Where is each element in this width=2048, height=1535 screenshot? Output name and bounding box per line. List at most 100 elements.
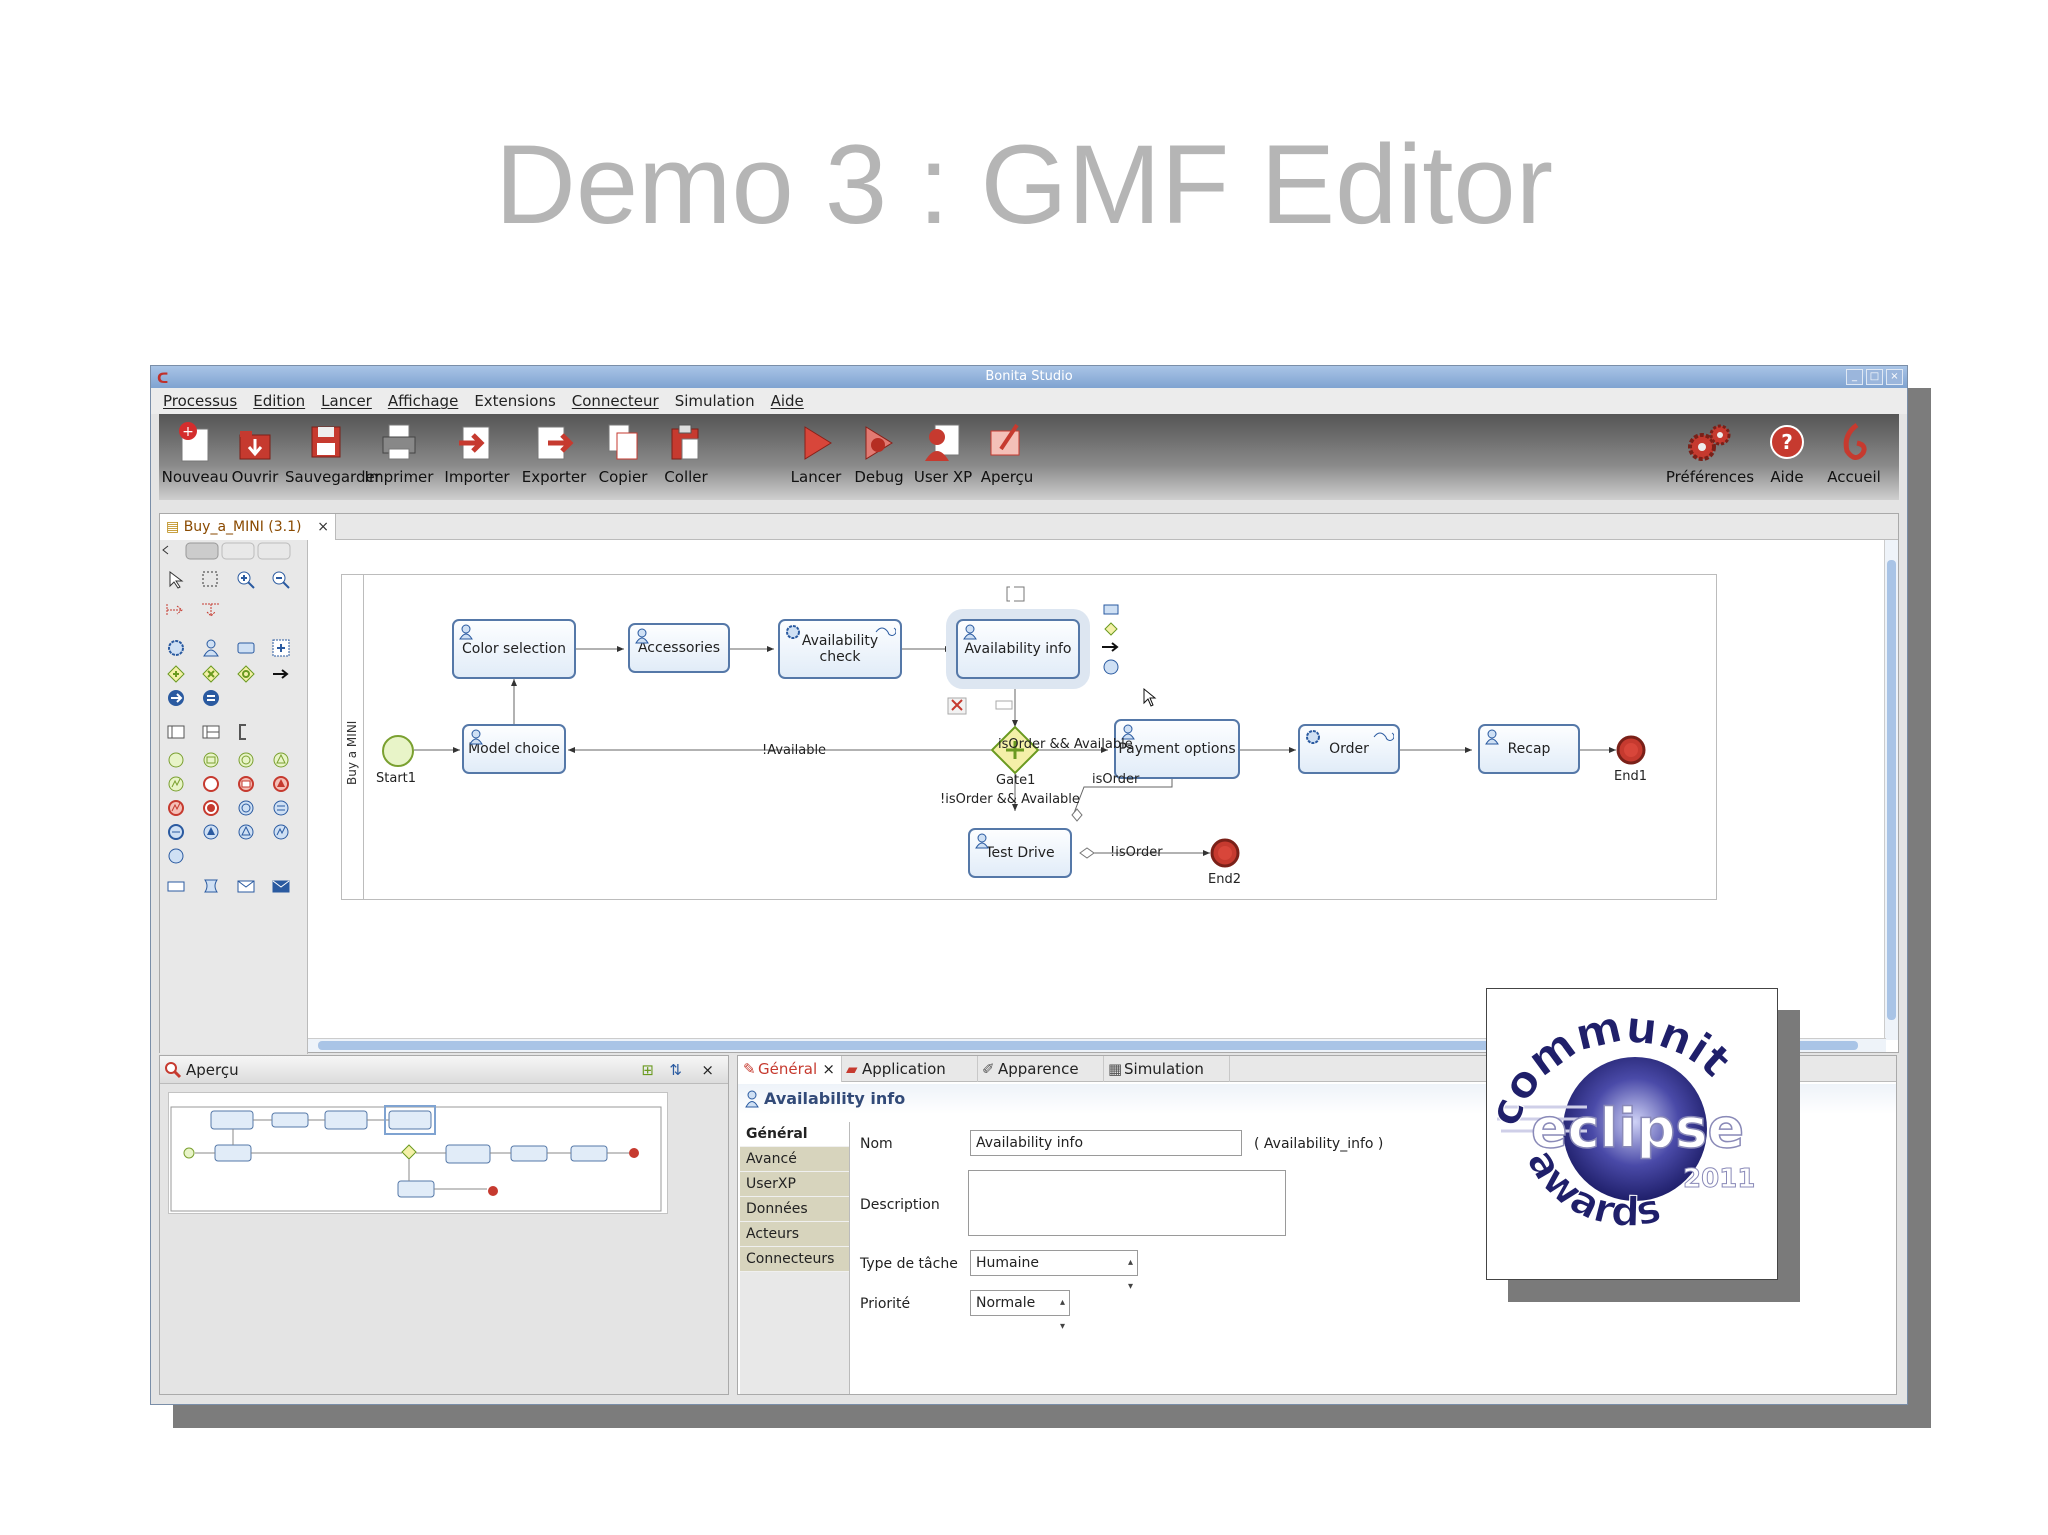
task-model-choice[interactable]: Model choice xyxy=(462,724,566,774)
maximize-button[interactable]: □ xyxy=(1866,369,1883,385)
task-recap[interactable]: Recap xyxy=(1478,724,1580,774)
sequence-flow-tool-icon[interactable] xyxy=(164,598,188,622)
tab-apparence[interactable]: ✐ Apparence xyxy=(978,1056,1104,1082)
side-tab-connecteurs[interactable]: Connecteurs xyxy=(740,1247,849,1272)
start-timer-event-tool-icon[interactable] xyxy=(234,748,258,772)
editor-tab-buy-a-mini[interactable]: ▤ Buy_a_MINI (3.1) × xyxy=(160,514,336,540)
side-tab-acteurs[interactable]: Acteurs xyxy=(740,1222,849,1247)
marquee-tool-icon[interactable] xyxy=(199,568,223,592)
side-tab-donnees[interactable]: Données xyxy=(740,1197,849,1222)
nom-input[interactable] xyxy=(970,1130,1242,1156)
outline-pin-icon[interactable]: ⊞ xyxy=(641,1061,654,1079)
menu-affichage[interactable]: Affichage xyxy=(387,392,459,410)
task-color-selection[interactable]: Color selection xyxy=(452,619,576,679)
select-tool-icon[interactable] xyxy=(164,568,188,592)
side-tab-general[interactable]: Général xyxy=(740,1122,849,1147)
script-tool-icon[interactable] xyxy=(199,874,223,898)
priorite-select[interactable]: Normale ▴▾ xyxy=(970,1290,1070,1332)
receive-message-tool-icon[interactable] xyxy=(269,874,293,898)
call-activity-tool-icon[interactable] xyxy=(164,686,188,710)
send-message-tool-icon[interactable] xyxy=(234,874,258,898)
menu-processus[interactable]: Processus xyxy=(163,392,238,410)
side-tab-avance[interactable]: Avancé xyxy=(740,1147,849,1172)
intermediate-timer-event-tool-icon[interactable] xyxy=(234,796,258,820)
task-accessories[interactable]: Accessories xyxy=(628,623,730,673)
text-annotation-tool-icon[interactable] xyxy=(234,720,258,744)
imprimer-button[interactable]: Imprimer xyxy=(363,420,435,486)
exporter-button[interactable]: Exporter xyxy=(518,420,590,486)
and-gateway-tool-icon[interactable] xyxy=(199,662,223,686)
description-textarea[interactable] xyxy=(968,1170,1286,1236)
xor-gateway-tool-icon[interactable] xyxy=(164,662,188,686)
importer-button[interactable]: Importer xyxy=(441,420,513,486)
debug-button[interactable]: Debug xyxy=(843,420,915,486)
intermediate-error-event-tool-icon[interactable] xyxy=(269,820,293,844)
task-test-drive[interactable]: Test Drive xyxy=(968,828,1072,878)
transition-arrow-tool-icon[interactable] xyxy=(269,662,293,686)
task-availability-check[interactable]: Availability check xyxy=(778,619,902,679)
start-signal-event-tool-icon[interactable] xyxy=(269,748,293,772)
palette-layout-toggle-3[interactable] xyxy=(257,542,291,560)
outline-close-icon[interactable]: × xyxy=(701,1061,714,1079)
outline-thumbnail[interactable] xyxy=(168,1092,668,1214)
delete-element-icon[interactable] xyxy=(947,697,969,717)
menu-extensions[interactable]: Extensions xyxy=(474,392,556,410)
intermediate-signal-catch-event-tool-icon[interactable] xyxy=(234,820,258,844)
close-window-button[interactable]: × xyxy=(1886,369,1903,385)
lane-tool-icon[interactable] xyxy=(199,720,223,744)
zoom-out-icon[interactable] xyxy=(269,568,293,592)
pool-tool-icon[interactable] xyxy=(164,720,188,744)
service-task-tool-icon[interactable] xyxy=(164,636,188,660)
ouvrir-button[interactable]: Ouvrir xyxy=(219,420,291,486)
terminate-end-event-tool-icon[interactable] xyxy=(199,796,223,820)
task-availability-info[interactable]: Availability info xyxy=(956,619,1080,679)
canvas-vertical-scrollbar[interactable] xyxy=(1884,540,1898,1040)
nouveau-button[interactable]: + Nouveau xyxy=(159,420,231,486)
menu-connecteur[interactable]: Connecteur xyxy=(571,392,659,410)
copier-button[interactable]: Copier xyxy=(587,420,659,486)
end-signal-event-tool-icon[interactable] xyxy=(269,772,293,796)
start-message-event-tool-icon[interactable] xyxy=(199,748,223,772)
menu-aide[interactable]: Aide xyxy=(770,392,804,410)
outline-minimize-icon[interactable]: ⇅ xyxy=(669,1061,682,1079)
menu-edition[interactable]: Edition xyxy=(253,392,306,410)
human-task-tool-icon[interactable] xyxy=(199,636,223,660)
intermediate-signal-event-tool-icon[interactable] xyxy=(199,820,223,844)
end-message-event-tool-icon[interactable] xyxy=(234,772,258,796)
start-event-tool-icon[interactable] xyxy=(164,748,188,772)
aide-button[interactable]: ? Aide xyxy=(1759,420,1815,486)
tab-application[interactable]: ▰ Application xyxy=(842,1056,978,1082)
data-object-tool-icon[interactable] xyxy=(164,874,188,898)
selection-quick-actions[interactable] xyxy=(1100,603,1130,683)
end-event-tool-icon[interactable] xyxy=(199,772,223,796)
apercu-button[interactable]: Aperçu xyxy=(971,420,1043,486)
end-error-event-tool-icon[interactable] xyxy=(164,796,188,820)
palette-layout-toggle-2[interactable] xyxy=(221,542,255,560)
userxp-button[interactable]: User XP xyxy=(907,420,979,486)
sauvegarder-button[interactable]: Sauvegarder xyxy=(285,420,381,486)
subprocess-tool-icon[interactable] xyxy=(269,636,293,660)
task-order[interactable]: Order xyxy=(1298,724,1400,774)
type-de-tache-select[interactable]: Humaine ▴▾ xyxy=(970,1250,1138,1292)
intermediate-message-event-tool-icon[interactable] xyxy=(269,796,293,820)
tab-simulation[interactable]: ▦ Simulation xyxy=(1104,1056,1230,1082)
diagram-canvas[interactable]: Buy a MINI xyxy=(308,540,1898,1050)
loop-activity-tool-icon[interactable] xyxy=(199,686,223,710)
lancer-button[interactable]: Lancer xyxy=(780,420,852,486)
preferences-button[interactable]: Préférences xyxy=(1665,420,1755,486)
message-flow-tool-icon[interactable] xyxy=(199,598,223,622)
tab-general[interactable]: ✎ Général × xyxy=(738,1056,842,1082)
tab-general-close-icon[interactable]: × xyxy=(822,1060,835,1078)
task-payment-options[interactable]: Payment options xyxy=(1114,719,1240,779)
minimize-button[interactable]: _ xyxy=(1846,369,1863,385)
pool-buy-a-mini[interactable]: Buy a MINI xyxy=(341,574,1717,900)
editor-tab-close-icon[interactable]: × xyxy=(317,519,329,535)
menu-simulation[interactable]: Simulation xyxy=(674,392,755,410)
palette-collapse-icon[interactable] xyxy=(162,545,169,555)
edit-element-icon[interactable] xyxy=(994,699,1016,713)
accueil-button[interactable]: Accueil xyxy=(1819,420,1889,486)
start-error-event-tool-icon[interactable] xyxy=(164,772,188,796)
inclusive-gateway-tool-icon[interactable] xyxy=(234,662,258,686)
intermediate-event-tool-icon[interactable] xyxy=(164,844,188,868)
palette-layout-toggle-1[interactable] xyxy=(185,542,219,560)
